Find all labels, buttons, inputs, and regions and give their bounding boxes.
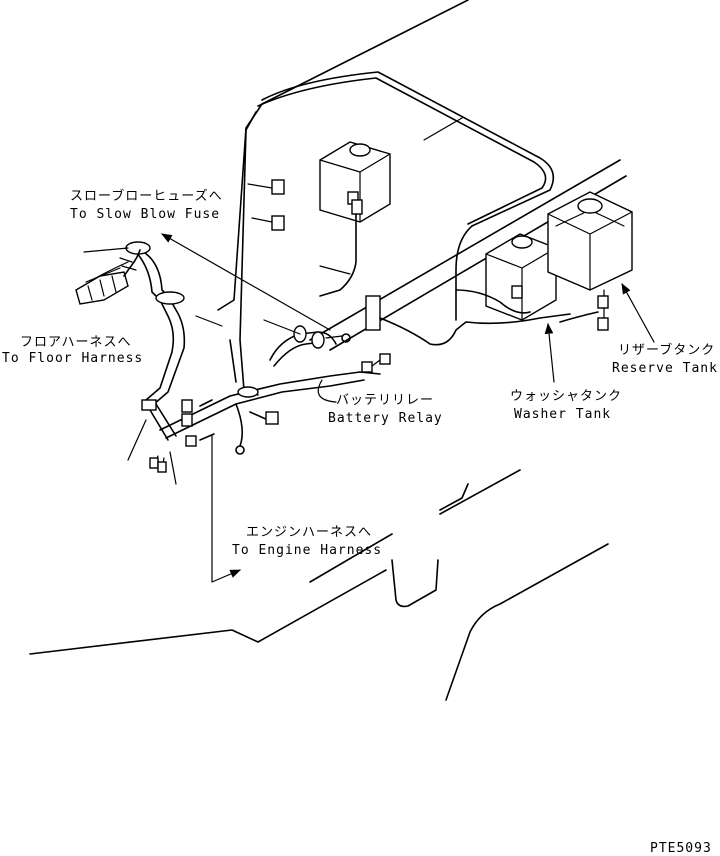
washer-tank [485, 233, 557, 321]
floor-harness-connector [75, 249, 141, 305]
figure-code: PTE5093 [650, 841, 712, 856]
slow-blow-fuse-label-en: To Slow Blow Fuse [70, 207, 220, 222]
washer-tank-label-jp: ウォッシャタンク [510, 389, 622, 404]
wall-connectors [247, 179, 285, 231]
battery-relay-label-en: Battery Relay [328, 411, 443, 426]
slow-blow-fuse-label-jp: スローブローヒューズへ [70, 188, 223, 204]
washer-tank-label-en: Washer Tank [514, 407, 611, 422]
reserve-tank [547, 191, 633, 331]
floor-harness-label-en: To Floor Harness [2, 351, 143, 366]
battery-relay-label-jp: バッテリリレー [336, 393, 434, 408]
callout-labels: スローブローヒューズへ To Slow Blow Fuse フロアハーネスへ T… [2, 188, 718, 856]
engine-harness-label-en: To Engine Harness [232, 543, 382, 558]
floor-harness-label-jp: フロアハーネスへ [20, 335, 131, 350]
engine-harness-label-jp: エンジンハーネスへ [246, 525, 372, 540]
reserve-tank-label-jp: リザーブタンク [618, 342, 715, 358]
leader-lines [83, 233, 655, 583]
main-harness [125, 241, 391, 473]
machine-body-outline [29, 0, 627, 701]
reserve-tank-label-en: Reserve Tank [612, 361, 718, 376]
tank-harness [365, 289, 599, 346]
upper-tank [319, 141, 391, 297]
